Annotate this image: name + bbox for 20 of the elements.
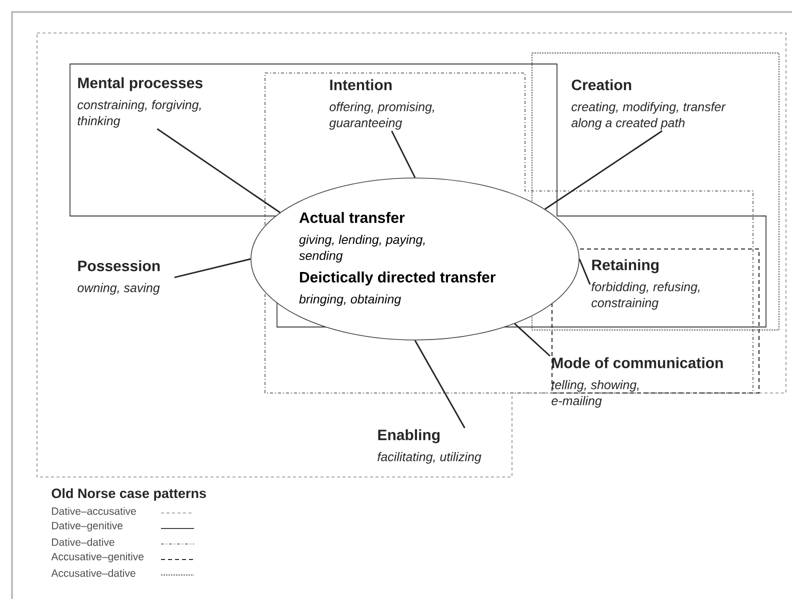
connector-line — [156, 128, 280, 214]
category-text: Intention offering, promising, guaranteeing — [329, 79, 434, 130]
connector-line — [174, 258, 251, 278]
legend-title: Old Norse case patterns — [52, 488, 206, 501]
connector-line — [514, 323, 551, 357]
category-text: Enabling facilitating, utilizing — [378, 429, 482, 464]
legend-text: Dative–accusative — [52, 507, 136, 515]
connector-line — [544, 130, 663, 210]
category-text: Retaining forbidding, refusing, constraining — [592, 259, 700, 310]
legend-text: Accusative–genitive — [51, 552, 144, 562]
category-text: Mode of communication telling, showing, e-mailing — [552, 357, 723, 408]
connector-line — [391, 130, 416, 178]
legend-text: Accusative–dative — [51, 569, 136, 577]
category-text: Mental processes constraining, forgiving, thinking — [78, 77, 202, 128]
legend-text: Dative–dative — [52, 538, 114, 546]
connector-line — [414, 340, 466, 428]
connector-line — [578, 258, 591, 285]
legend-text: Dative–genitive — [52, 522, 122, 532]
category-text: Creation creating, modifying, transfer along a created path — [571, 79, 726, 130]
category-text: Possession owning, saving — [78, 260, 160, 295]
